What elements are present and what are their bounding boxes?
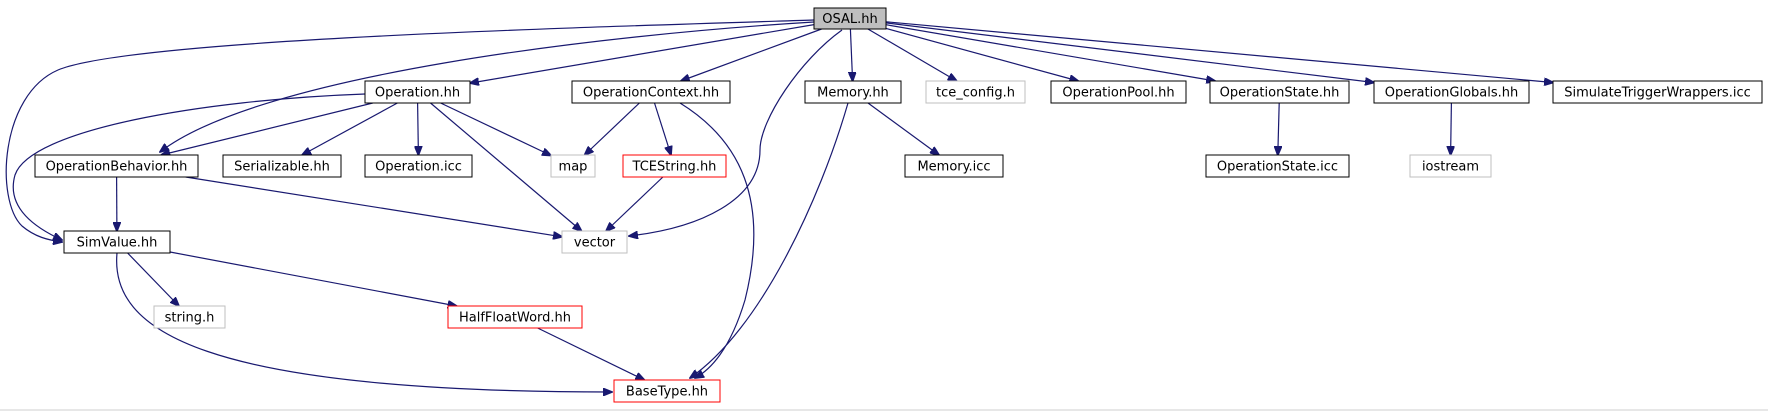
node-label: SimValue.hh [77, 236, 158, 251]
node-box [153, 305, 226, 329]
node-label: HalfFloatWord.hh [459, 311, 571, 326]
node-box [571, 80, 731, 104]
node-label: Operation.hh [375, 86, 460, 101]
edge-tcestring-to-vector [606, 176, 664, 231]
node-box [813, 7, 887, 30]
node-serializable[interactable]: Serializable.hh [222, 154, 342, 178]
node-label: Memory.icc [917, 160, 990, 175]
edges-layer [5, 19, 1553, 392]
edge-osal-to-opbehavior [160, 21, 815, 152]
node-box [550, 154, 596, 178]
node-simtrig[interactable]: SimulateTriggerWrappers.icc [1552, 80, 1763, 104]
node-tcestring[interactable]: TCEString.hh [622, 154, 727, 178]
edge-operation-to-map [440, 102, 551, 156]
node-box [613, 379, 721, 403]
edge-simvalue-to-stringh [127, 252, 179, 306]
edge-simvalue-to-basetype [116, 252, 612, 392]
node-label: BaseType.hh [626, 385, 708, 400]
node-vector[interactable]: vector [561, 230, 628, 254]
edge-opcontext-to-basetype [679, 102, 755, 378]
node-opglobals[interactable]: OperationGlobals.hh [1373, 80, 1530, 104]
edge-osal-to-simtrig [885, 21, 1553, 83]
edge-memory-to-basetype [690, 102, 849, 378]
node-box [622, 154, 727, 178]
node-label: OSAL.hh [822, 12, 877, 27]
edge-memory-to-memicc [867, 102, 939, 155]
node-label: Serializable.hh [234, 160, 330, 175]
node-label: string.h [165, 311, 215, 326]
node-memory[interactable]: Memory.hh [804, 80, 902, 104]
edge-simvalue-to-halffloat [169, 251, 457, 306]
node-box [1409, 154, 1492, 178]
edge-opcontext-to-tcestring [653, 102, 672, 155]
edge-operation-to-opicc [418, 102, 419, 155]
node-box [1205, 154, 1350, 178]
node-opicc[interactable]: Operation.icc [364, 154, 473, 178]
node-label: TCEString.hh [632, 160, 717, 175]
node-box [904, 154, 1004, 178]
node-opbehavior[interactable]: OperationBehavior.hh [34, 154, 199, 178]
node-oppool[interactable]: OperationPool.hh [1050, 80, 1187, 104]
edge-osal-to-simvalue [5, 19, 815, 242]
node-label: OperationGlobals.hh [1385, 86, 1519, 101]
node-label: OperationContext.hh [583, 86, 719, 101]
node-box [63, 230, 171, 254]
node-tceconfig[interactable]: tce_config.h [925, 80, 1026, 104]
node-basetype[interactable]: BaseType.hh [613, 379, 721, 403]
node-iostream[interactable]: iostream [1409, 154, 1492, 178]
edge-operation-to-opbehavior [161, 102, 373, 155]
edge-opcontext-to-map [585, 102, 640, 155]
node-box [447, 305, 583, 329]
node-label: OperationState.hh [1220, 86, 1340, 101]
node-opcontext[interactable]: OperationContext.hh [571, 80, 731, 104]
node-halffloat[interactable]: HalfFloatWord.hh [447, 305, 583, 329]
edge-osal-to-memory [850, 28, 852, 81]
node-box [364, 154, 473, 178]
edge-operation-to-serializable [302, 102, 398, 155]
node-label: Memory.hh [817, 86, 889, 101]
node-box [804, 80, 902, 104]
node-box [1209, 80, 1350, 104]
node-label: OperationState.icc [1217, 160, 1338, 175]
node-label: OperationBehavior.hh [46, 160, 188, 175]
edge-osal-to-opcontext [681, 28, 822, 81]
node-box [364, 80, 471, 104]
edge-operation-to-simvalue [12, 93, 366, 240]
node-box [1373, 80, 1530, 104]
node-simvalue[interactable]: SimValue.hh [63, 230, 171, 254]
node-opstate[interactable]: OperationState.hh [1209, 80, 1350, 104]
edge-opstate-to-opstateicc [1278, 102, 1279, 155]
node-label: map [559, 160, 588, 175]
node-box [222, 154, 342, 178]
edge-osal-to-opglobals [885, 22, 1374, 83]
node-label: vector [574, 236, 616, 251]
node-box [1050, 80, 1187, 104]
node-box [561, 230, 628, 254]
node-osal[interactable]: OSAL.hh [813, 7, 887, 30]
node-box [34, 154, 199, 178]
node-map[interactable]: map [550, 154, 596, 178]
edge-osal-to-opstate [885, 24, 1215, 81]
node-label: OperationPool.hh [1062, 86, 1174, 101]
edge-osal-to-tceconfig [867, 28, 957, 81]
node-operation[interactable]: Operation.hh [364, 80, 471, 104]
edge-opglobals-to-iostream [1451, 102, 1452, 155]
edge-osal-to-vector [629, 29, 843, 236]
edge-halffloat-to-basetype [537, 327, 645, 380]
node-memicc[interactable]: Memory.icc [904, 154, 1004, 178]
node-box [1552, 80, 1763, 104]
edge-osal-to-oppool [885, 27, 1078, 81]
node-label: Operation.icc [375, 160, 462, 175]
edge-operation-to-vector [430, 102, 582, 231]
edge-osal-to-operation [470, 24, 815, 84]
node-label: iostream [1422, 160, 1479, 175]
node-opstateicc[interactable]: OperationState.icc [1205, 154, 1350, 178]
edge-opbehavior-to-vector [185, 176, 562, 237]
node-stringh[interactable]: string.h [153, 305, 226, 329]
node-label: SimulateTriggerWrappers.icc [1564, 86, 1751, 101]
node-label: tce_config.h [936, 86, 1015, 101]
node-box [925, 80, 1026, 104]
